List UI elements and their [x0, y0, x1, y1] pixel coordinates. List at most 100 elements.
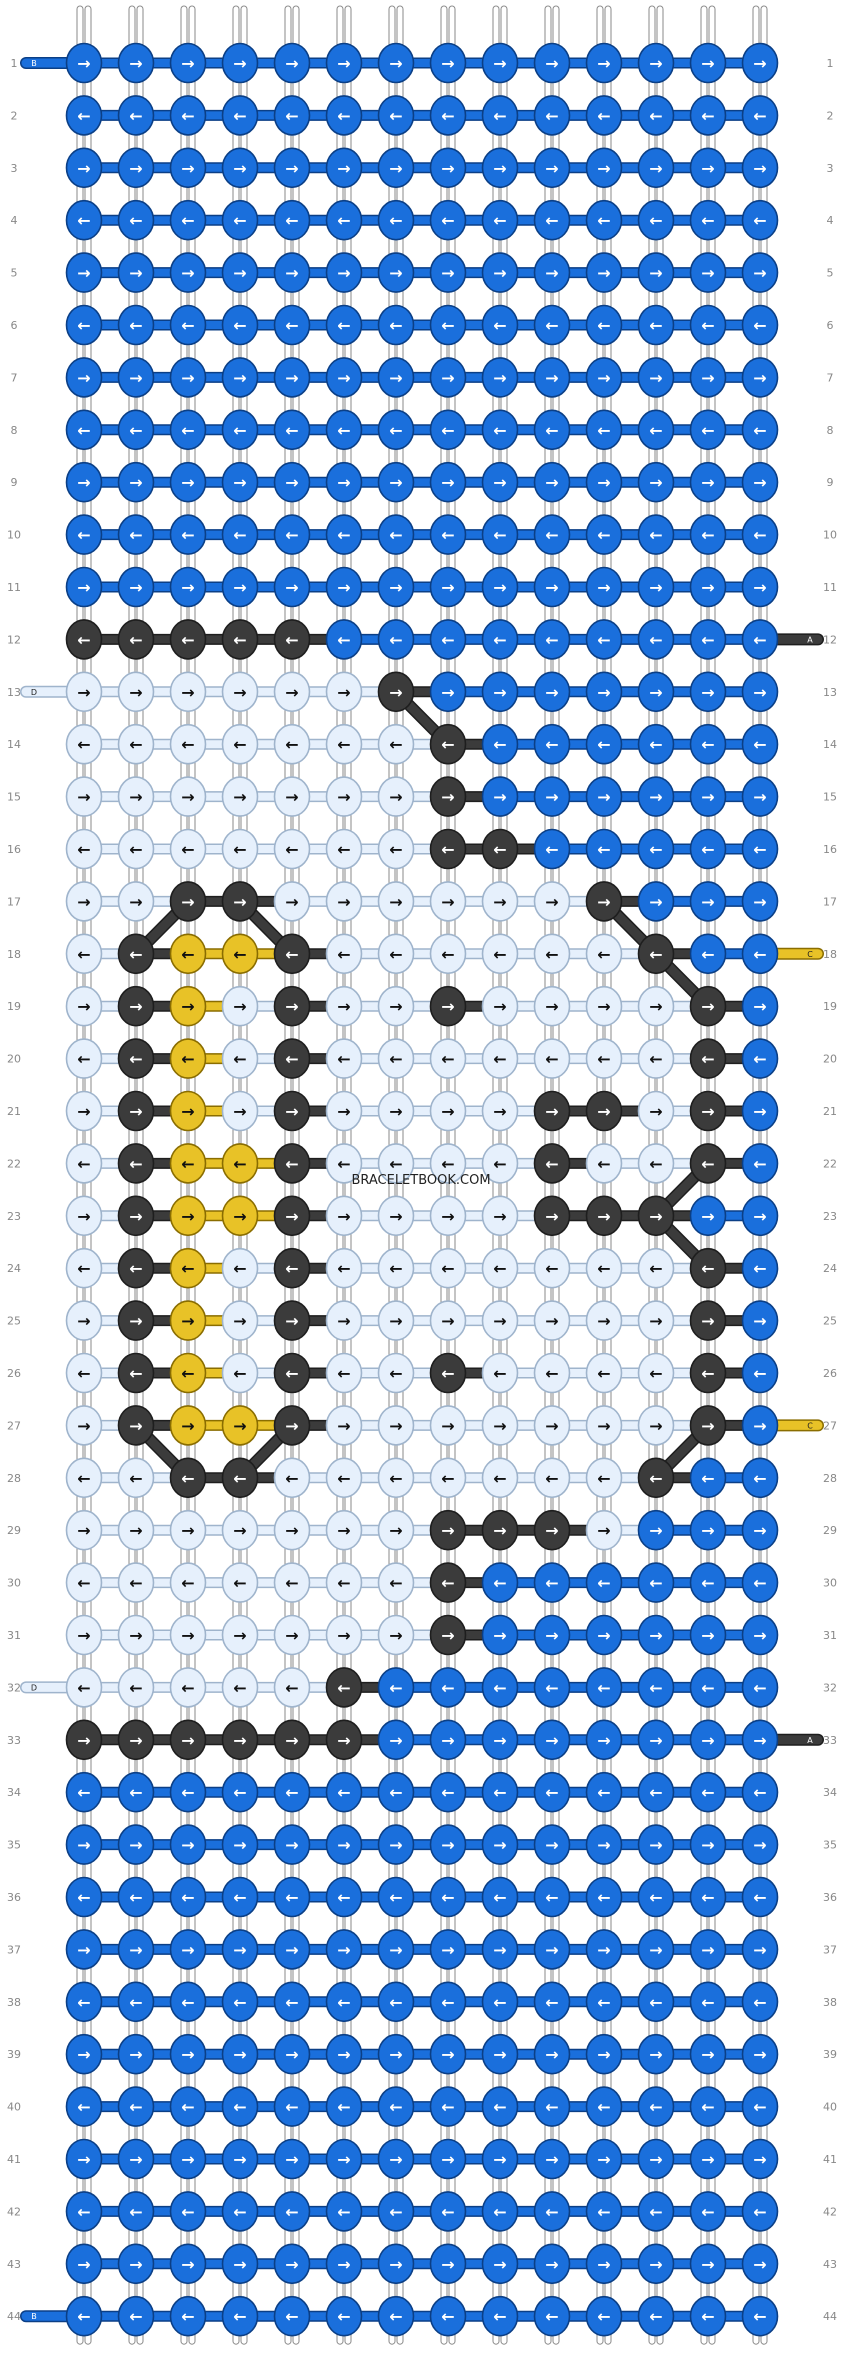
knot-arrow: → [77, 264, 90, 283]
knot-arrow: → [233, 1312, 246, 1331]
knot-arrow: → [285, 2045, 298, 2064]
knot [481, 828, 519, 870]
knot [221, 1300, 259, 1341]
strand-end-letter: B [31, 2312, 37, 2321]
row-label-left: 15 [7, 791, 21, 804]
knot [65, 1143, 103, 1184]
knot-arrow: ← [389, 1993, 402, 2012]
knot [325, 461, 363, 503]
knot [689, 1143, 727, 1184]
knot [533, 776, 571, 817]
knot-arrow: ← [389, 211, 402, 230]
knot [741, 881, 779, 922]
row-label-right: 41 [823, 2153, 837, 2166]
row-label-right: 37 [823, 1943, 837, 1956]
knot-arrow: → [129, 159, 142, 178]
knot-arrow: → [545, 1731, 558, 1750]
knot [377, 1247, 415, 1289]
knot [273, 1247, 311, 1289]
knot-arrow: ← [701, 2098, 714, 2117]
knot-arrow: → [337, 264, 350, 283]
knot-arrow: → [337, 54, 350, 73]
knot [585, 304, 623, 346]
knot-arrow: ← [285, 1050, 298, 1069]
knot-arrow: → [441, 1102, 454, 1121]
knot-arrow: ← [441, 1364, 454, 1383]
knot-arrow: ← [701, 1993, 714, 2012]
knot-arrow: → [233, 1416, 246, 1435]
knot-arrow: → [441, 578, 454, 597]
knot [481, 199, 519, 241]
knot [637, 723, 675, 765]
knot [741, 461, 779, 503]
knot [585, 985, 623, 1027]
knot-arrow: → [545, 1207, 558, 1226]
row-label-right: 2 [827, 109, 834, 122]
knot [741, 619, 779, 660]
knot-arrow: ← [337, 316, 350, 335]
row-label-right: 24 [823, 1262, 837, 1275]
knot-arrow: ← [545, 1050, 558, 1069]
knot [689, 566, 727, 608]
knot [429, 1457, 467, 1499]
knot [377, 2295, 415, 2337]
knot [429, 828, 467, 870]
knot-arrow: ← [181, 211, 194, 230]
knot-arrow: → [77, 788, 90, 807]
knot [221, 723, 259, 765]
knot-arrow: → [181, 1521, 194, 1540]
knot-arrow: → [493, 473, 506, 492]
knot [585, 2033, 623, 2075]
knot-arrow: → [493, 1312, 506, 1331]
knot-arrow: → [649, 997, 662, 1016]
knot [429, 42, 467, 84]
knot-arrow: → [753, 1102, 766, 1121]
knot [221, 2243, 259, 2285]
knot [689, 828, 727, 870]
knot [325, 1719, 363, 1761]
knot-arrow: → [389, 1521, 402, 1540]
knot [65, 2033, 103, 2075]
knot-arrow: ← [493, 735, 506, 754]
knot-arrow: ← [649, 1469, 662, 1488]
row-label-right: 13 [823, 686, 837, 699]
watermark: BRACELETBOOK.COM [351, 1173, 490, 1188]
knot-arrow: ← [597, 1154, 610, 1173]
knot [325, 95, 363, 136]
knot [221, 2191, 259, 2232]
knot [377, 776, 415, 817]
knot [221, 409, 259, 451]
knot [533, 1509, 571, 1551]
strand-end-letter: D [31, 688, 37, 697]
knot-arrow: → [285, 892, 298, 911]
knot-arrow: → [389, 578, 402, 597]
knot-arrow: ← [337, 1259, 350, 1278]
knot-arrow: → [285, 683, 298, 702]
knot [325, 1614, 363, 1656]
knot [585, 1667, 623, 1708]
knot [65, 1247, 103, 1289]
knot [221, 1195, 259, 1237]
knot [273, 357, 311, 398]
knot-arrow: → [77, 2255, 90, 2274]
knot [273, 1771, 311, 1813]
knot [117, 985, 155, 1027]
knot-arrow: ← [77, 526, 90, 545]
knot [637, 1824, 675, 1865]
knot [429, 2033, 467, 2075]
knot [741, 723, 779, 765]
knot-arrow: → [285, 473, 298, 492]
row-label-right: 33 [823, 1734, 837, 1747]
knot [689, 95, 727, 136]
knot-arrow: → [233, 578, 246, 597]
knot-arrow: ← [285, 106, 298, 125]
knot [377, 2243, 415, 2285]
knot [221, 1876, 259, 1918]
row-label-left: 25 [7, 1315, 21, 1328]
knot [637, 42, 675, 84]
knot [481, 1614, 519, 1656]
knot [117, 199, 155, 241]
row-label-right: 18 [823, 948, 837, 961]
knot-arrow: ← [493, 316, 506, 335]
knot-arrow: ← [649, 526, 662, 545]
